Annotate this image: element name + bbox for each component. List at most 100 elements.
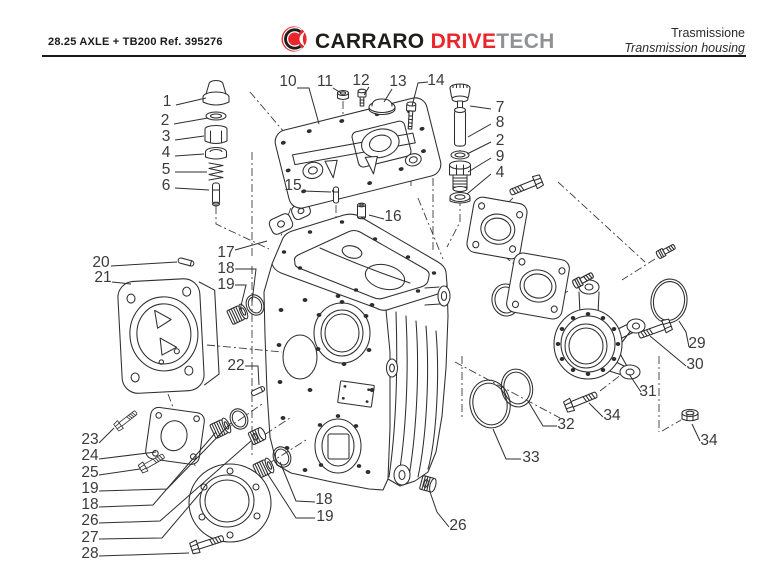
oring-29 [650,278,688,324]
side-flange-21 [117,278,220,394]
leader-line [678,320,690,348]
part-number-label: 16 [384,208,401,225]
part-number-label: 5 [162,161,171,178]
carraro-logo-icon [281,24,310,59]
leader-line [467,157,492,173]
part-number-label: 28 [81,545,98,562]
leader-line [111,281,132,285]
leader-line [266,472,315,519]
screw-23 [112,407,140,432]
part-number-label: 18 [81,496,98,513]
part-number-label: 21 [94,269,111,286]
leader-line [235,268,257,303]
hex-plug-26 [247,427,267,445]
leader-line [235,284,247,311]
pin-22 [250,386,266,396]
sleeve-16 [356,202,367,220]
leader-line [297,87,320,125]
leader-line [302,190,332,193]
drain-plug [419,475,437,493]
part-number-label: 34 [603,407,621,424]
logo-tech: TECH [496,29,555,53]
socket-bolt-upper [654,242,677,260]
part-number-label: 31 [639,383,656,400]
part-number-label: 26 [81,512,98,529]
bolt-14 [405,101,417,130]
leader-line [98,451,157,460]
transmission-housing-body [263,201,451,493]
leader-line [466,141,492,155]
leader-line [98,491,202,540]
main-bore [313,300,372,366]
part-number-label: 18 [217,260,234,277]
bolt-flange [507,173,545,200]
leader-line [467,123,492,138]
header-rule [42,55,746,57]
part-number-label: 20 [92,254,110,271]
part-number-label: 27 [81,529,98,546]
part-number-label: 7 [496,99,505,116]
pin-20 [177,257,195,267]
logo-drive: DRIVE [430,29,497,53]
part-number-label: 4 [162,144,171,161]
part-number-label: 13 [389,73,406,90]
part-number-label: 29 [688,335,705,352]
leader-line [368,214,385,220]
lower-flange [506,252,570,320]
leader-line [173,117,209,125]
page-titles: Trasmissione Transmission housing [624,26,745,56]
leader-line [110,261,178,267]
housing-holes [276,294,375,474]
carraro-logo-text: CARRARO DRIVETECH [315,30,555,54]
oring-32 [500,368,534,408]
bolt-12 [357,88,367,107]
upper-flange [466,196,528,260]
leader-line [492,428,521,460]
leader-line [411,81,429,107]
pin-15 [332,186,340,204]
leader-line [98,552,190,557]
leader-line [588,402,604,418]
title-english: Transmission housing [624,41,745,55]
part-number-label: 34 [700,432,718,449]
bolt-34 [562,387,600,414]
part-number-label: 15 [284,177,301,194]
part-number-label: 25 [81,464,98,481]
lower-bore [314,414,362,474]
part-number-label: 1 [163,93,172,110]
part-number-label: 24 [81,447,99,464]
part-number-label: 2 [496,132,505,149]
part-number-label: 19 [217,276,234,293]
part-number-label: 9 [496,148,505,165]
part-number-label: 3 [162,128,171,145]
round-cover-27 [188,463,272,543]
leader-line [98,440,252,524]
support-bracket-31 [553,279,646,380]
part-number-label: 33 [522,449,539,466]
leader-line [466,173,492,195]
leader-line [98,427,115,444]
nut-34 [681,408,699,422]
dipstick-assembly [448,83,472,204]
leader-line [363,86,370,96]
leader-line [691,423,701,442]
carraro-logo: CARRARO DRIVETECH [281,24,555,59]
leader-line [383,88,393,103]
doc-reference: 28.25 AXLE + TB200 Ref. 395276 [48,36,223,48]
part-number-label: 11 [317,73,333,90]
part-number-label: 19 [316,508,333,525]
part-number-label: 17 [217,244,234,261]
part-number-label: 12 [352,72,369,89]
leader-line [98,431,217,508]
breather-assembly [202,79,230,207]
part-number-label: 4 [496,164,505,181]
part-number-label: 14 [427,72,445,89]
cap-13 [368,98,396,116]
logo-brand: CARRARO [315,29,425,53]
leader-line [245,365,260,386]
part-number-label: 26 [449,517,466,534]
leader-line [649,335,687,367]
leader-line [174,187,210,191]
part-number-label: 30 [686,356,704,373]
